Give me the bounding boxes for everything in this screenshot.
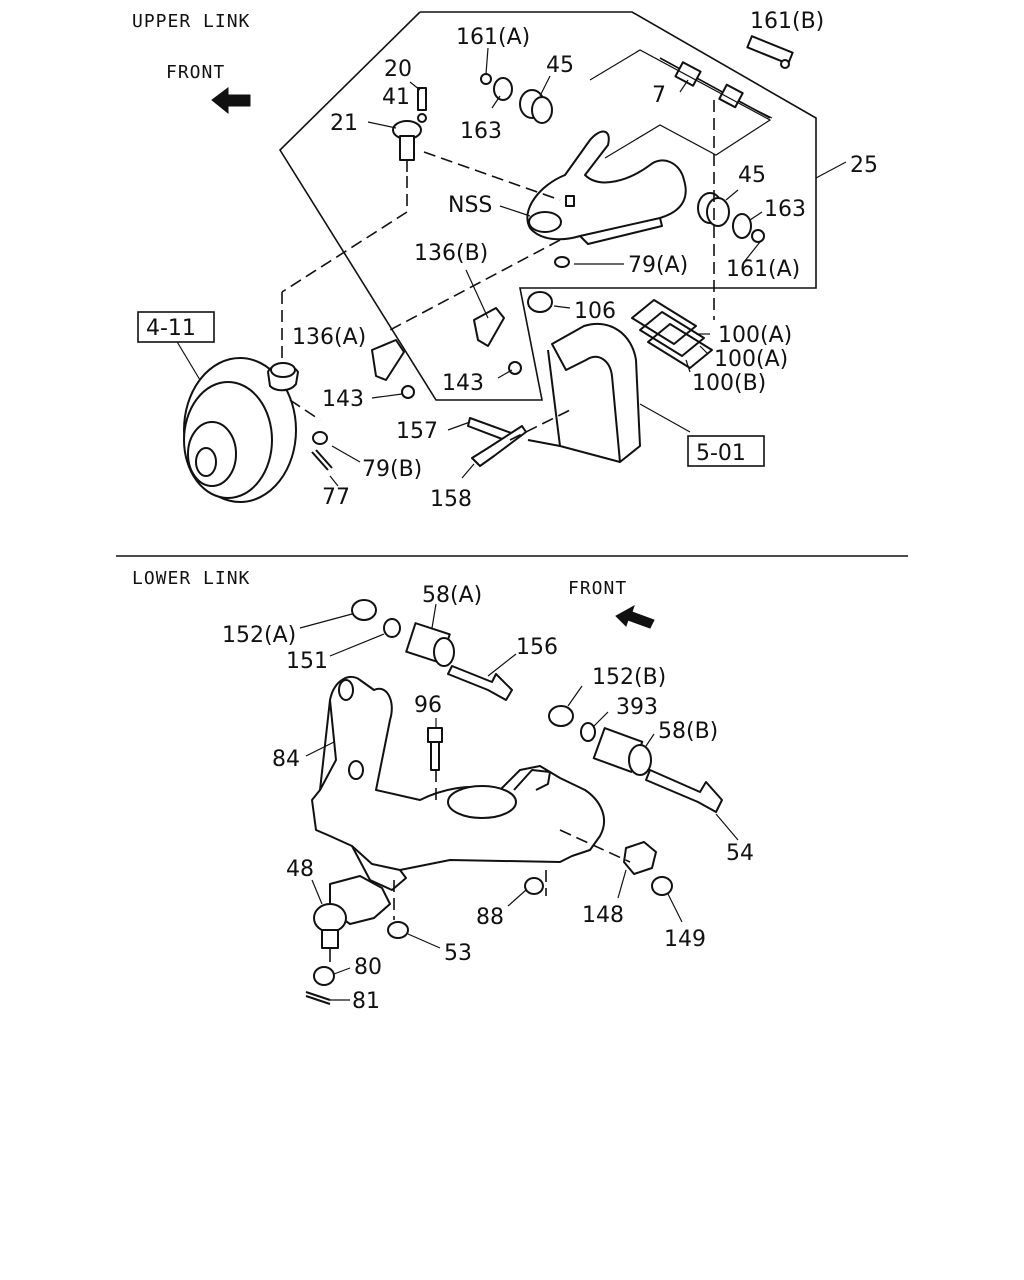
ball-joint-21 (392, 87, 427, 172)
label-41: 41 (382, 85, 410, 110)
upper-assembly-outline (278, 11, 817, 401)
upper-link-title: UPPER LINK (132, 11, 250, 32)
label-151: 151 (286, 649, 328, 674)
bolt-161b (746, 35, 794, 69)
label-156: 156 (516, 635, 558, 660)
label-148: 148 (582, 903, 624, 928)
label-58a: 58(A) (422, 583, 482, 608)
label-81: 81 (352, 989, 380, 1014)
lower-link-section: LOWER LINK FRONT (132, 568, 754, 1014)
frame-bracket (527, 323, 641, 463)
front-arrow-icon (211, 87, 251, 115)
bolt-156 (447, 665, 513, 701)
label-53: 53 (444, 941, 472, 966)
label-84: 84 (272, 747, 300, 772)
label-149: 149 (664, 927, 706, 952)
label-96: 96 (414, 693, 442, 718)
bushing-45-top (480, 73, 553, 124)
label-143-left: 143 (322, 387, 364, 412)
ref-box-knuckle[interactable]: 4-11 (137, 311, 215, 343)
shaft-outline (589, 49, 772, 159)
lower-link-title: LOWER LINK (132, 568, 250, 589)
label-152b: 152(B) (592, 665, 666, 690)
shims-100 (631, 299, 713, 369)
label-58b: 58(B) (658, 719, 718, 744)
washer-53 (387, 921, 409, 939)
bolt-149 (651, 876, 673, 896)
label-106: 106 (574, 299, 616, 324)
upper-shaft (659, 57, 773, 119)
label-163-right: 163 (764, 197, 806, 222)
label-161a-top: 161(A) (456, 25, 530, 50)
nut-79a (554, 256, 570, 268)
nut-88 (524, 877, 544, 895)
bracket-148 (623, 841, 657, 875)
steering-knuckle (183, 357, 299, 503)
lower-control-arm (311, 675, 605, 891)
label-45-top: 45 (546, 53, 574, 78)
bushing-58a (351, 599, 455, 667)
label-100a-2: 100(A) (714, 347, 788, 372)
label-20: 20 (384, 57, 412, 82)
upper-front-label: FRONT (166, 62, 225, 83)
label-7: 7 (652, 83, 666, 108)
front-arrow-icon (615, 604, 655, 629)
label-77: 77 (322, 485, 350, 510)
bolt-143-left (401, 385, 415, 399)
label-80: 80 (354, 955, 382, 980)
label-25: 25 (850, 153, 878, 178)
label-157: 157 (396, 419, 438, 444)
label-45-right: 45 (738, 163, 766, 188)
bracket-136a (371, 339, 405, 381)
label-100a-1: 100(A) (718, 323, 792, 348)
pin-81 (305, 991, 331, 1005)
label-54: 54 (726, 841, 754, 866)
label-143-mid: 143 (442, 371, 484, 396)
label-79b: 79(B) (362, 457, 422, 482)
nut-79b (312, 431, 328, 445)
ref-frame-text: 5-01 (696, 441, 746, 466)
label-393: 393 (616, 695, 658, 720)
bolt-158 (471, 425, 527, 467)
label-152a: 152(A) (222, 623, 296, 648)
bolt-96 (427, 727, 443, 771)
lower-front-label: FRONT (568, 578, 627, 599)
bushing-58b (548, 705, 652, 776)
bolt-54 (645, 769, 723, 813)
bushing-45-right (697, 192, 765, 243)
bolt-143-mid (508, 361, 522, 375)
label-161b: 161(B) (750, 9, 824, 34)
upper-link-section: UPPER LINK FRONT (132, 9, 878, 512)
bumper-106 (527, 291, 553, 313)
label-88: 88 (476, 905, 504, 930)
label-136a: 136(A) (292, 325, 366, 350)
label-21: 21 (330, 111, 358, 136)
label-48: 48 (286, 857, 314, 882)
label-158: 158 (430, 487, 472, 512)
nut-80 (313, 966, 335, 986)
label-136b: 136(B) (414, 241, 488, 266)
ref-box-frame[interactable]: 5-01 (687, 435, 765, 467)
label-163-top: 163 (460, 119, 502, 144)
label-nss: NSS (448, 193, 492, 218)
label-161a-right: 161(A) (726, 257, 800, 282)
bracket-136b (473, 307, 505, 347)
label-100b: 100(B) (692, 371, 766, 396)
ball-joint-48 (313, 875, 391, 962)
label-79a: 79(A) (628, 253, 688, 278)
pin-77 (311, 449, 333, 471)
ref-knuckle-text: 4-11 (146, 316, 196, 341)
upper-control-arm (526, 130, 687, 245)
